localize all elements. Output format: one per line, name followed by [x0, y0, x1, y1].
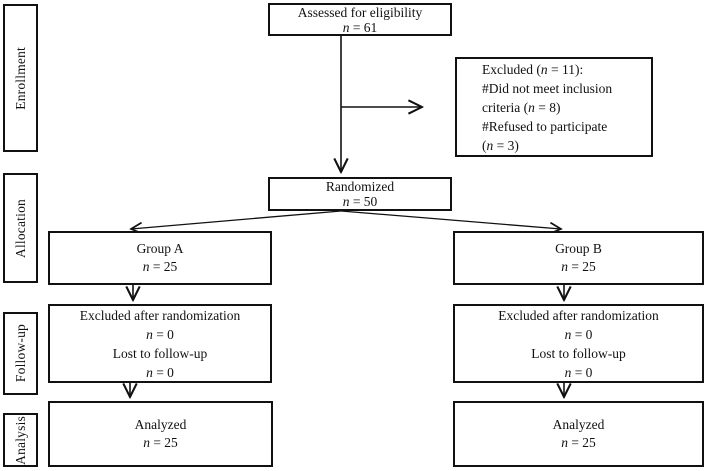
followup-b-line-2: Lost to follow-up [531, 345, 626, 361]
analyzed-b-title: Analyzed [552, 417, 605, 432]
n-value: = 25 [567, 435, 596, 450]
excluded-line-2: #Did not meet inclusion [482, 80, 613, 96]
analyzed-a-title: Analyzed [134, 417, 187, 432]
excluded-line-1-post: = 11): [547, 61, 584, 77]
stage-enrollment-label: Enrollment [12, 46, 28, 110]
n-symbol: n [146, 364, 153, 380]
excluded-line-5: (n = 3) [482, 136, 519, 155]
group-a-title: Group A [136, 241, 184, 256]
n-symbol: n [540, 61, 548, 77]
assessed-count: n = 61 [343, 20, 378, 35]
followup-a-box: Excluded after randomization n = 0 Lost … [48, 304, 272, 383]
followup-b-count-2: n = 0 [565, 363, 593, 382]
assessed-title: Assessed for eligibility [297, 4, 423, 20]
randomized-box: Randomized n = 50 [268, 177, 452, 211]
n-symbol: n [142, 259, 150, 274]
group-b-box: Group B n = 25 [453, 231, 704, 285]
randomized-title: Randomized [325, 179, 395, 194]
excluded-line-1-pre: Excluded ( [482, 61, 541, 77]
analyzed-b-box: Analyzed n = 25 [453, 401, 704, 467]
excluded-line-5-pre: ( [482, 137, 487, 153]
group-a-box: Group A n = 25 [48, 231, 272, 285]
n-value: = 61 [349, 19, 378, 35]
n-symbol: n [486, 137, 494, 153]
arrow-randomized-to-group-b [340, 210, 561, 229]
excluded-line-3-pre: criteria ( [482, 99, 529, 115]
group-b-count: n = 25 [561, 258, 596, 276]
stage-analysis: Analysis [3, 413, 38, 467]
n-symbol: n [561, 435, 568, 450]
stage-followup: Follow-up [3, 312, 38, 395]
n-value: = 0 [571, 364, 593, 380]
followup-b-count-1: n = 0 [565, 325, 593, 344]
n-symbol: n [342, 19, 350, 35]
n-value: = 0 [152, 326, 174, 342]
n-value: = 25 [149, 435, 178, 450]
group-a-count: n = 25 [143, 258, 178, 276]
n-symbol: n [528, 99, 535, 115]
excluded-line-1: Excluded (n = 11): [482, 60, 583, 79]
group-b-title: Group B [555, 241, 602, 256]
followup-a-line-2: Lost to follow-up [112, 345, 208, 361]
n-symbol: n [342, 194, 350, 209]
n-symbol: n [564, 364, 572, 380]
n-value: = 0 [152, 364, 174, 380]
stage-allocation-label: Allocation [12, 198, 28, 258]
excluded-line-5-post: = 3) [493, 137, 519, 153]
n-symbol: n [561, 259, 568, 274]
arrow-randomized-to-group-a [131, 210, 342, 229]
assessed-box: Assessed for eligibility n = 61 [268, 3, 452, 36]
excluded-line-3-post: = 8) [534, 99, 561, 115]
stage-allocation: Allocation [3, 173, 38, 283]
followup-a-count-1: n = 0 [146, 325, 174, 344]
n-value: = 0 [571, 326, 593, 342]
analyzed-b-count: n = 25 [561, 434, 596, 452]
randomized-count: n = 50 [343, 194, 378, 209]
n-value: = 25 [149, 259, 178, 274]
stage-followup-label: Follow-up [12, 324, 28, 383]
stage-analysis-label: Analysis [12, 415, 28, 465]
n-value: = 50 [349, 194, 378, 209]
followup-b-line-1: Excluded after randomization [498, 307, 659, 323]
analyzed-a-box: Analyzed n = 25 [48, 401, 273, 467]
n-value: = 25 [567, 259, 596, 274]
followup-a-line-1: Excluded after randomization [79, 307, 241, 323]
stage-enrollment: Enrollment [3, 4, 38, 152]
excluded-line-3: criteria (n = 8) [482, 98, 560, 117]
n-symbol: n [146, 326, 153, 342]
n-symbol: n [564, 326, 572, 342]
followup-b-box: Excluded after randomization n = 0 Lost … [453, 304, 704, 383]
excluded-line-4: #Refused to participate [482, 118, 608, 134]
analyzed-a-count: n = 25 [143, 434, 178, 452]
excluded-box: Excluded (n = 11): #Did not meet inclusi… [455, 57, 653, 157]
n-symbol: n [143, 435, 150, 450]
followup-a-count-2: n = 0 [146, 363, 174, 382]
